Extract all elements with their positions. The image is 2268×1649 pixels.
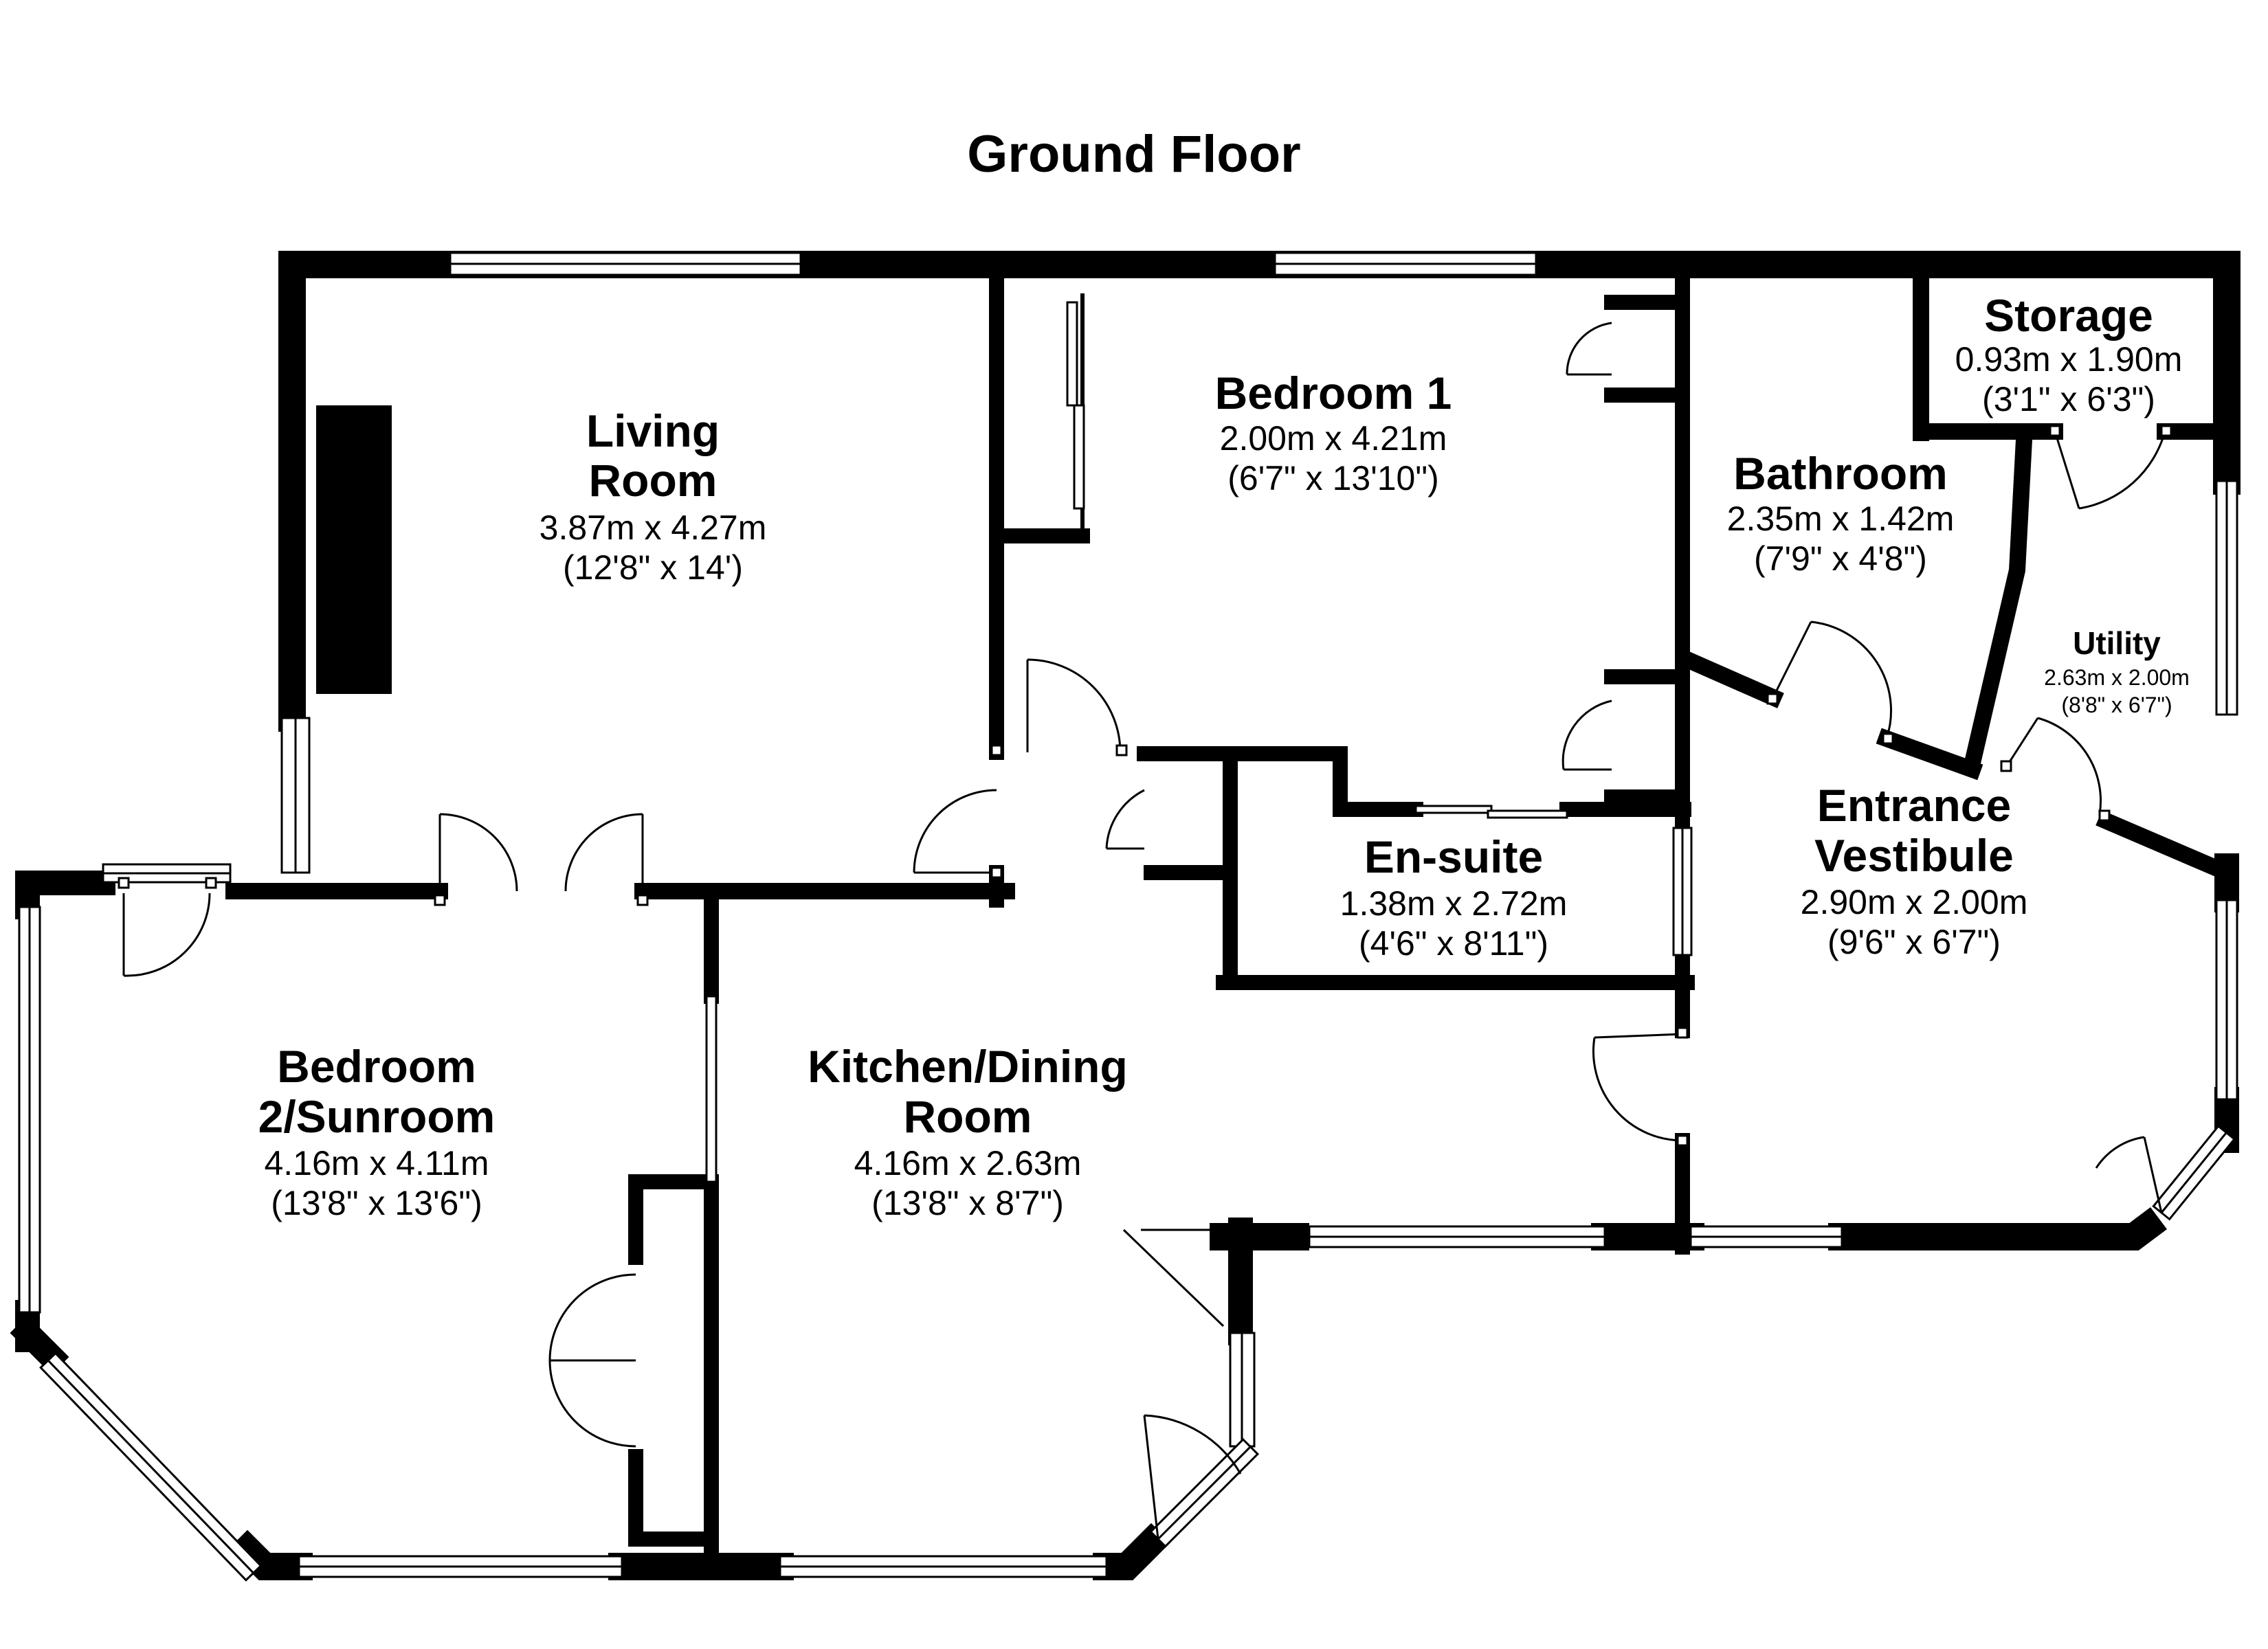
sliding-doors bbox=[705, 301, 1568, 1183]
room-name: Kitchen/Dining bbox=[808, 1041, 1128, 1092]
room-name: Vestibule bbox=[1814, 830, 2014, 881]
room-dimensions-imperial: (4'6" x 8'11") bbox=[1359, 924, 1548, 963]
room-name: 2/Sunroom bbox=[258, 1091, 496, 1142]
room-dimensions-imperial: (13'8" x 13'6") bbox=[271, 1184, 482, 1222]
room-utility: Utility 2.63m x 2.00m (8'8" x 6'7") bbox=[2044, 625, 2190, 717]
room-name: Bathroom bbox=[1733, 448, 1948, 499]
room-dimensions-imperial: (8'8" x 6'7") bbox=[2061, 693, 2172, 717]
room-dimensions-metric: 4.16m x 2.63m bbox=[854, 1144, 1082, 1182]
chimney-breast bbox=[316, 405, 392, 694]
room-dimensions-imperial: (3'1" x 6'3") bbox=[1982, 380, 2155, 418]
room-dimensions-imperial: (9'6" x 6'7") bbox=[1827, 923, 2001, 961]
room-bedroom-1: Bedroom 1 2.00m x 4.21m (6'7" x 13'10") bbox=[1215, 368, 1452, 497]
room-dimensions-imperial: (12'8" x 14') bbox=[563, 548, 743, 587]
room-bedroom-2-sunroom: Bedroom 2/Sunroom 4.16m x 4.11m (13'8" x… bbox=[258, 1041, 496, 1222]
room-name: Living bbox=[586, 405, 720, 456]
room-dimensions-metric: 2.00m x 4.21m bbox=[1220, 419, 1447, 458]
room-name: Room bbox=[589, 455, 718, 506]
room-kitchen-dining: Kitchen/Dining Room 4.16m x 2.63m (13'8"… bbox=[808, 1041, 1128, 1222]
doors bbox=[122, 322, 2166, 1540]
room-living-room: Living Room 3.87m x 4.27m (12'8" x 14') bbox=[540, 405, 767, 587]
room-dimensions-imperial: (6'7" x 13'10") bbox=[1227, 459, 1439, 497]
room-dimensions-imperial: (13'8" x 8'7") bbox=[871, 1184, 1064, 1222]
room-name: En-suite bbox=[1364, 831, 1543, 882]
room-dimensions-metric: 1.38m x 2.72m bbox=[1340, 884, 1568, 923]
room-dimensions-imperial: (7'9" x 4'8") bbox=[1754, 539, 1927, 578]
room-name: Entrance bbox=[1817, 780, 2011, 831]
room-dimensions-metric: 4.16m x 4.11m bbox=[264, 1144, 489, 1182]
room-dimensions-metric: 2.63m x 2.00m bbox=[2044, 665, 2190, 690]
room-dimensions-metric: 2.35m x 1.42m bbox=[1727, 500, 1955, 538]
room-en-suite: En-suite 1.38m x 2.72m (4'6" x 8'11") bbox=[1340, 831, 1568, 963]
room-name: Bedroom bbox=[277, 1041, 476, 1092]
room-entrance-vestibule: Entrance Vestibule 2.90m x 2.00m (9'6" x… bbox=[1801, 780, 2028, 961]
door-jambs bbox=[118, 425, 2172, 1147]
windows bbox=[18, 251, 2238, 1582]
room-name: Bedroom 1 bbox=[1215, 368, 1452, 418]
room-bathroom: Bathroom 2.35m x 1.42m (7'9" x 4'8") bbox=[1727, 448, 1955, 578]
room-dimensions-metric: 2.90m x 2.00m bbox=[1801, 883, 2028, 921]
room-dimensions-metric: 3.87m x 4.27m bbox=[540, 508, 767, 547]
room-name: Room bbox=[904, 1091, 1032, 1142]
room-storage: Storage 0.93m x 1.90m (3'1" x 6'3") bbox=[1955, 290, 2183, 418]
room-name: Utility bbox=[2073, 625, 2161, 661]
room-name: Storage bbox=[1984, 290, 2153, 341]
floor-title: Ground Floor bbox=[967, 125, 1300, 183]
room-dimensions-metric: 0.93m x 1.90m bbox=[1955, 340, 2183, 379]
